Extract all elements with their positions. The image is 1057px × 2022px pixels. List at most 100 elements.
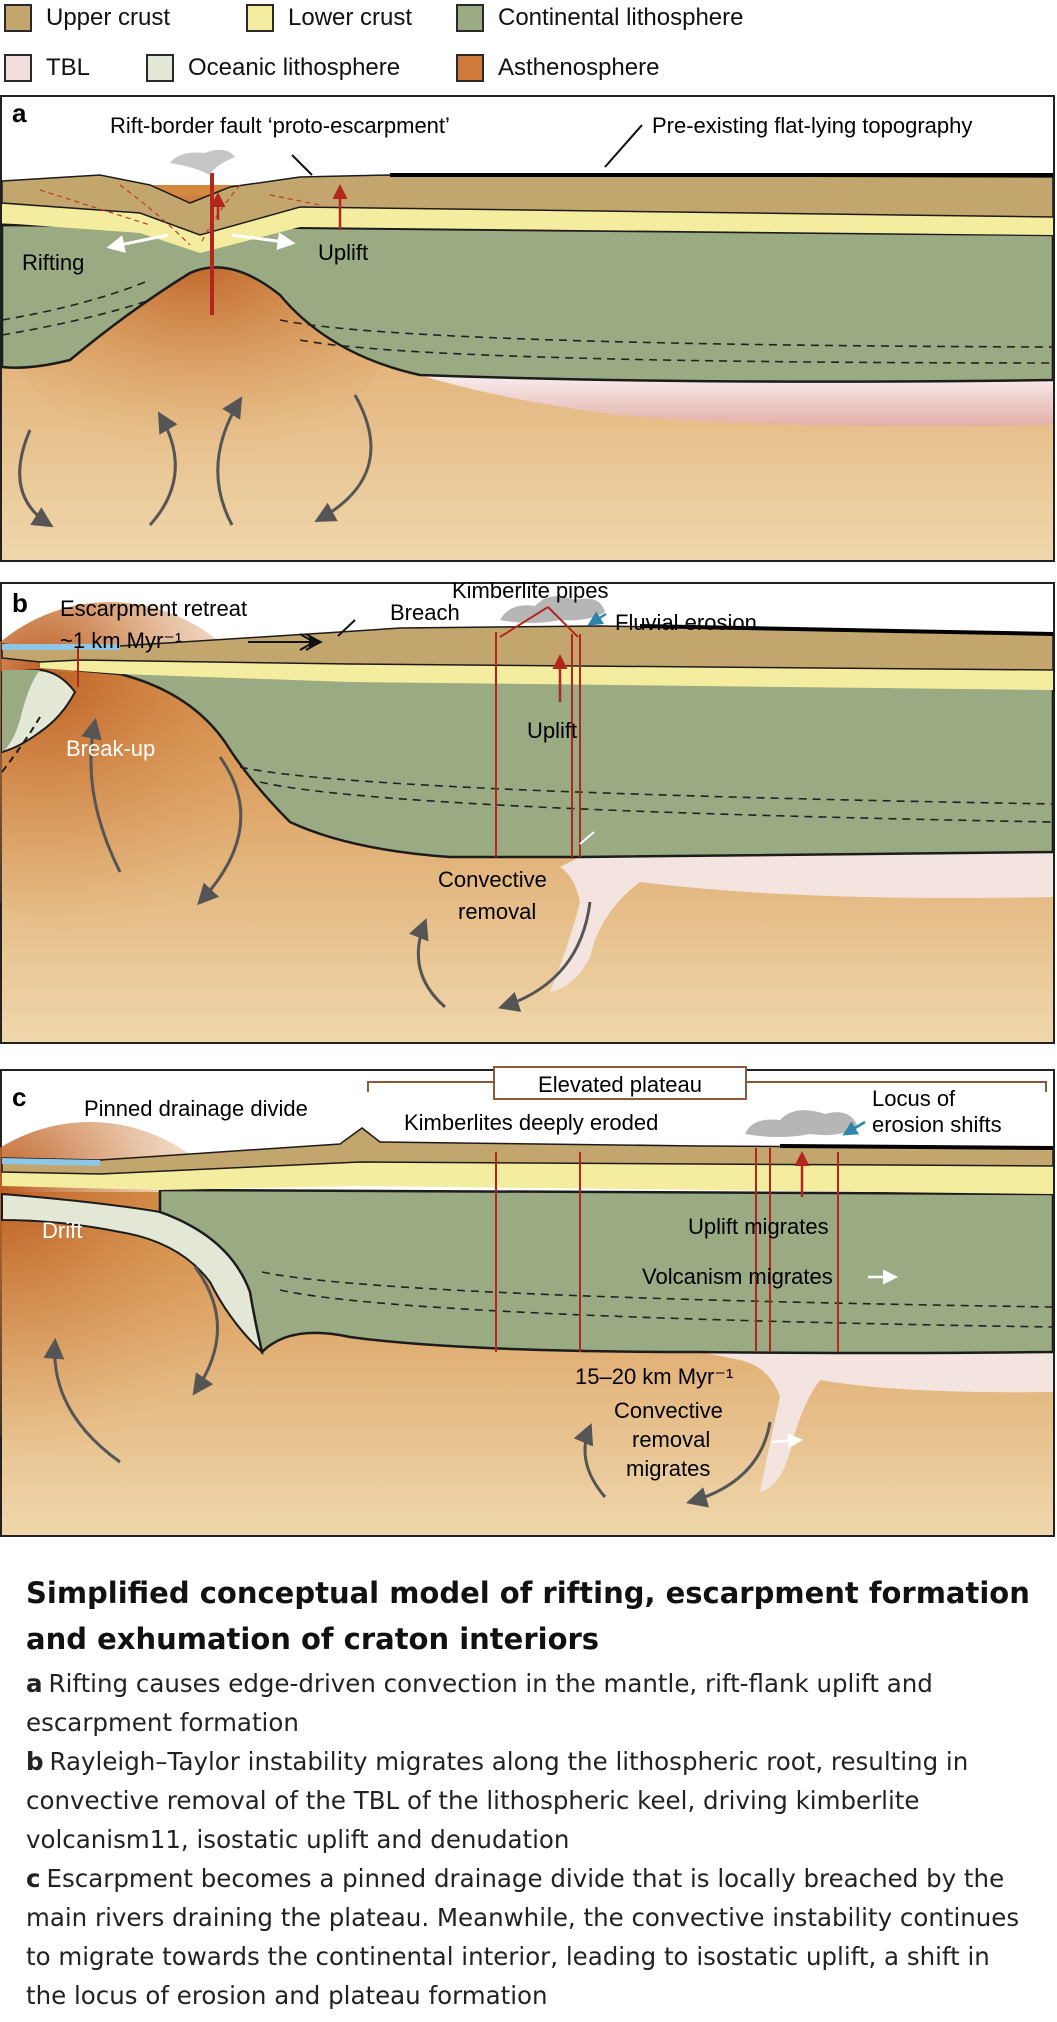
sea-water	[2, 1158, 100, 1166]
continental-lithosphere	[158, 1188, 1055, 1355]
caption-title-line2: and exhumation of craton interiors	[26, 1622, 600, 1656]
kimberlite-pipes-label: Kimberlite pipes	[452, 582, 609, 603]
convection-arrow-icon	[573, 1423, 607, 1498]
convective-removal-line2: removal	[458, 899, 536, 924]
legend-label: Continental lithosphere	[498, 4, 744, 31]
convective-removal-line1: Convective	[614, 1398, 723, 1423]
caption-text: Rayleigh–Taylor instability migrates alo…	[26, 1747, 969, 1854]
convection-arrow-icon	[43, 1337, 121, 1464]
legend-label: Upper crust	[46, 4, 171, 31]
legend-label: Lower crust	[288, 4, 413, 31]
breach-label: Breach	[390, 600, 460, 625]
rifting-label: Rifting	[22, 250, 84, 275]
legend-label: Oceanic lithosphere	[188, 54, 401, 81]
upper-crust-swatch	[4, 4, 32, 32]
legend: Upper crust Lower crust Continental lith…	[0, 0, 1057, 90]
uplift-migrates-label: Uplift migrates	[688, 1214, 829, 1239]
kimberlite-pipe	[495, 1148, 839, 1352]
caption-letter: a	[26, 1669, 43, 1698]
oceanic-lithosphere-swatch	[146, 54, 174, 82]
panel-letter-a: a	[12, 98, 27, 128]
uplift-label: Uplift	[527, 718, 577, 743]
rain-cloud-icon	[745, 1110, 858, 1137]
uplift-label: Uplift	[318, 240, 368, 265]
lower-crust	[2, 203, 1053, 253]
panel-b: b Escarpment retreat ~1 km Myr⁻¹ Breach …	[0, 582, 1057, 1047]
break-up-label: Break-up	[66, 736, 155, 761]
fault-label: Rift-border fault ‘proto-escarpment’	[110, 113, 450, 138]
sea-water	[2, 644, 120, 650]
tbl-drip	[550, 852, 1053, 992]
legend-item-continental-lithosphere: Continental lithosphere	[456, 4, 744, 32]
convection-arrow-icon	[498, 901, 592, 1012]
legend-item-lower-crust: Lower crust	[246, 4, 412, 32]
lower-crust-swatch	[246, 4, 274, 32]
plateau-surface-line	[779, 1144, 1054, 1150]
convection-arrow-icon	[192, 1266, 219, 1396]
lithosphere-dashed-line	[239, 766, 1054, 823]
convection-arrow-icon	[216, 396, 243, 526]
caption-title: Simplified conceptual model of rifting, …	[26, 1570, 1036, 1662]
caption-letter: c	[26, 1864, 41, 1893]
locus-label-line1: Locus of	[872, 1086, 956, 1111]
pinned-drainage-divide-label: Pinned drainage divide	[84, 1096, 308, 1121]
topography-leader-line	[604, 124, 643, 168]
convection-arrow-icon	[81, 717, 122, 873]
convection-arrow-icon	[314, 394, 373, 523]
kimberlites-eroded-label: Kimberlites deeply eroded	[404, 1110, 658, 1135]
panel-c: c Elevated plateau Pinned drainage divid…	[0, 1062, 1057, 1540]
plateau-label-box	[493, 1066, 747, 1100]
continental-lithosphere-swatch	[456, 4, 484, 32]
convection-arrow-icon	[148, 411, 178, 527]
plateau-surface-line	[639, 624, 1054, 636]
lower-crust	[40, 660, 1053, 690]
locus-label-line2: erosion shifts	[872, 1112, 1002, 1137]
asthenosphere-swatch	[456, 54, 484, 82]
rain-cloud-icon	[500, 596, 605, 623]
convection-arrow-icon	[197, 756, 243, 906]
panel-a: a Rift-border fault ‘proto-escarpment’ P…	[0, 95, 1057, 565]
fluvial-erosion-arrow-icon	[587, 611, 607, 626]
caption-text: Rifting causes edge-driven convection in…	[26, 1669, 933, 1737]
figure-caption: Simplified conceptual model of rifting, …	[26, 1570, 1036, 2015]
continental-lithosphere	[0, 223, 1055, 383]
escarpment-retreat-label: Escarpment retreat	[60, 596, 247, 621]
convection-arrow-icon	[409, 918, 446, 1009]
lithosphere-dashed-line	[1, 279, 1054, 348]
topography-label: Pre-existing flat-lying topography	[652, 113, 972, 138]
rifting-arrow-right-icon	[231, 232, 296, 251]
fluvial-erosion-label: Fluvial erosion	[615, 610, 757, 635]
tbl-drip	[700, 1348, 1053, 1492]
convective-removal-line1: Convective	[438, 867, 547, 892]
convection-arrow-icon	[18, 429, 54, 528]
fault-leader-line	[291, 154, 313, 176]
kimberlite-pipe	[495, 632, 581, 857]
tbl-swatch	[4, 54, 32, 82]
convective-removal-line3: migrates	[626, 1456, 710, 1481]
volcanism-migrates-label: Volcanism migrates	[642, 1264, 833, 1289]
continental-lithosphere-left	[2, 670, 40, 752]
panel-letter-c: c	[12, 1082, 26, 1112]
breach-leader-line	[337, 619, 356, 637]
rate-label: 15–20 km Myr⁻¹	[575, 1364, 733, 1389]
legend-label: TBL	[46, 54, 91, 81]
legend-label: Asthenosphere	[498, 54, 660, 81]
caption-text: Escarpment becomes a pinned drainage div…	[26, 1864, 1020, 2010]
erosion-locus-arrow-icon	[842, 1120, 866, 1136]
caption-title-line1: Simplified conceptual model of rifting, …	[26, 1576, 1030, 1610]
lithosphere-dashed-line	[1, 299, 1054, 364]
legend-item-tbl: TBL	[4, 54, 90, 82]
volcanic-plume-icon	[170, 149, 235, 175]
drift-label: Drift	[42, 1218, 82, 1243]
caption-letter: b	[26, 1747, 44, 1776]
lithosphere-dashed-line	[261, 1271, 1054, 1328]
oceanic-dashed-line	[1, 716, 41, 773]
legend-item-oceanic-lithosphere: Oceanic lithosphere	[146, 54, 400, 82]
panel-letter-b: b	[12, 588, 28, 618]
kimberlite-pointer-lines	[499, 606, 579, 638]
legend-item-asthenosphere: Asthenosphere	[456, 54, 659, 82]
lower-crust	[2, 1162, 1053, 1194]
